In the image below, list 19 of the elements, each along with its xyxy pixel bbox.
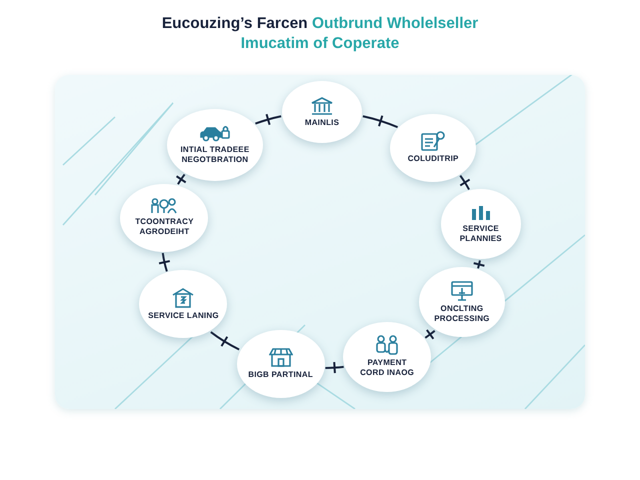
- step-label: COLUDITRIP: [408, 154, 459, 164]
- step-label: INTIAL TRADEEE NEGOTBRATION: [179, 145, 250, 166]
- connector-line: [459, 174, 471, 191]
- connector-line: [158, 252, 171, 272]
- connector-line: [210, 331, 240, 350]
- connector-line: [472, 259, 486, 270]
- connector-line: [176, 173, 187, 186]
- step-label: SERVICE LANING: [148, 310, 219, 320]
- connector-line: [362, 114, 399, 128]
- connector-line: [324, 361, 345, 374]
- connector-line: [254, 113, 282, 126]
- step-label: SERVICE PLANNIES: [458, 224, 503, 244]
- step-label: TCOONTRACY AGRODEIHT: [134, 217, 195, 238]
- step-label: MAINLIS: [304, 118, 340, 128]
- step-label: ONCLTING PROCESSING: [433, 304, 491, 324]
- connector-line: [424, 328, 436, 340]
- step-label: PAYMENT CORD INAOG: [359, 358, 416, 378]
- step-label: BIGB PARTINAL: [248, 370, 313, 380]
- diagram-title: Eucouzing’s Farcen Outbrund Wholelseller Imucatim of Coperate: [160, 14, 480, 54]
